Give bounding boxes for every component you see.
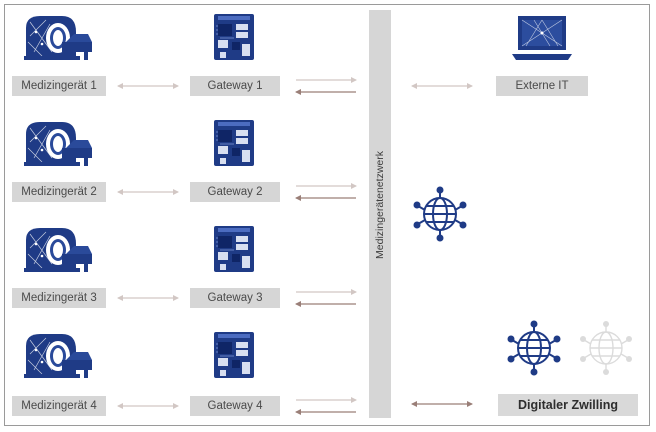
device-label-4: Medizingerät 4 (12, 396, 106, 416)
device-label-2: Medizingerät 2 (12, 182, 106, 202)
gateway-label-2: Gateway 2 (190, 182, 280, 202)
network-globe-icon (580, 321, 632, 375)
laptop-icon (512, 16, 572, 60)
digital-twin-label: Digitaler Zwilling (498, 394, 638, 416)
gateway-label-4: Gateway 4 (190, 396, 280, 416)
external-it-label: Externe IT (496, 76, 588, 96)
network-bar (369, 10, 391, 418)
gateway-label-1: Gateway 1 (190, 76, 280, 96)
device-label-1: Medizingerät 1 (12, 76, 106, 96)
device-label-3: Medizingerät 3 (12, 288, 106, 308)
gateway-label-3: Gateway 3 (190, 288, 280, 308)
